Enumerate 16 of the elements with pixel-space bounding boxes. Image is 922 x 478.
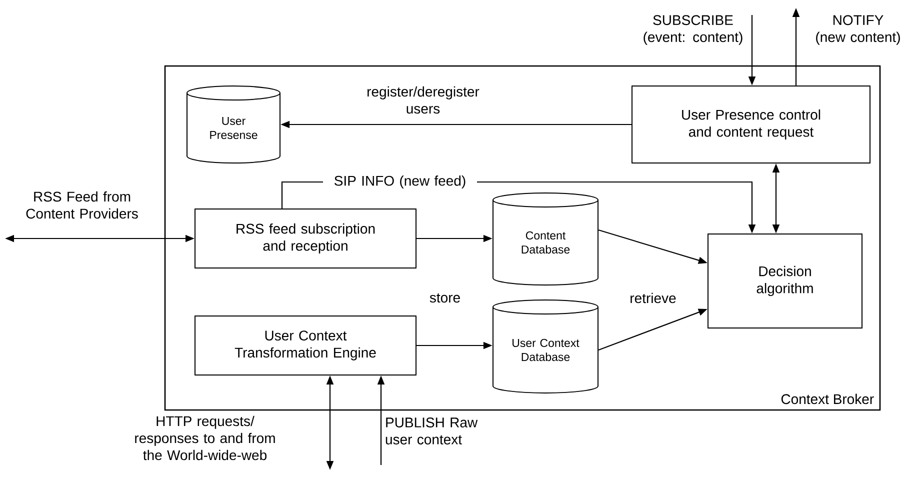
edge-label: SUBSCRIBE (event: content) [644, 15, 742, 45]
edge-label: PUBLISH Raw user context [386, 418, 478, 444]
database-cylinder: User Presense [186, 86, 280, 164]
database-cylinder: User Context Database [492, 300, 598, 394]
process-box: Decision algorithm [708, 234, 862, 328]
process-box: RSS feed subscription and reception [194, 208, 416, 268]
edge-label: retrieve [630, 292, 676, 304]
edge-label: SIP INFO (new feed) [323, 173, 477, 191]
edge-label: HTTP requests/ responses to and from the World-wide-web [135, 416, 275, 460]
edge-label: RSS Feed from Content Providers [26, 191, 138, 219]
edge-label: register/deregister users [368, 86, 480, 114]
edge-label: NOTIFY (new content) [816, 15, 900, 45]
process-box: User Context Transformation Engine [194, 316, 416, 376]
database-cylinder: Content Database [492, 192, 598, 286]
process-box: User Presence control and content request [632, 86, 870, 164]
edge-label: store [430, 293, 460, 303]
